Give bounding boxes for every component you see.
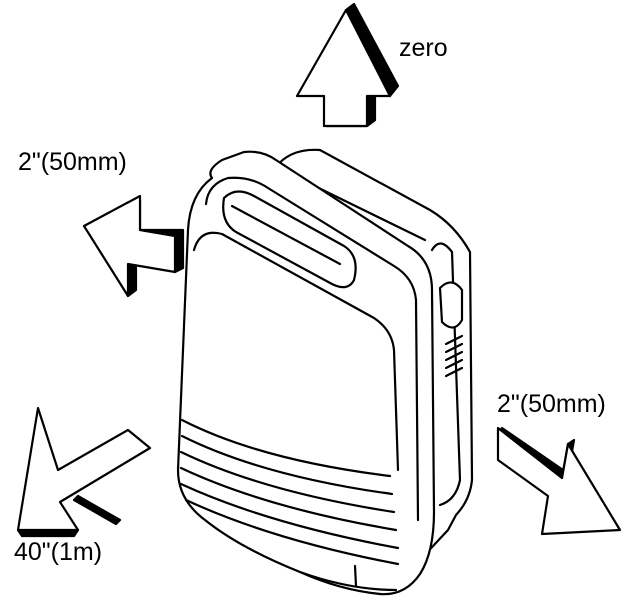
front-clearance-label: 40"(1m) [14, 538, 103, 566]
carry-handle [222, 190, 357, 289]
top-clearance-label: zero [399, 34, 448, 62]
front-arrow-icon [16, 406, 152, 538]
left-side-clearance-label: 2"(50mm) [18, 148, 127, 176]
right-side-clearance-label: 2"(50mm) [497, 390, 606, 418]
side-handle-slot [438, 281, 464, 329]
up-arrow-icon [295, 2, 400, 128]
right-arrow-icon [496, 426, 622, 536]
left-arrow-icon [82, 194, 185, 298]
front-grille [179, 418, 400, 566]
side-vent-slits [444, 334, 464, 378]
unit-front-body [176, 150, 436, 596]
